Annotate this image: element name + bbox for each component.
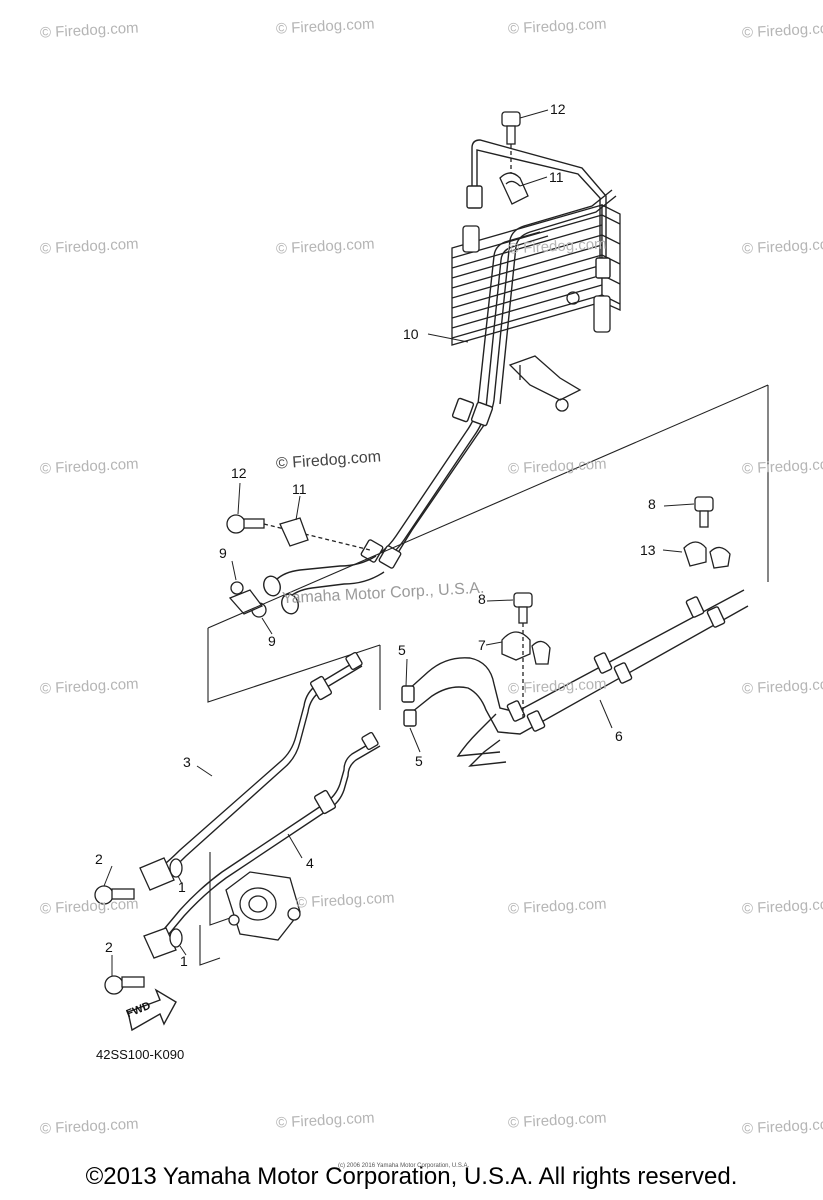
clamp-11-top [499,172,529,205]
callout-5-upper: 5 [398,642,406,658]
upper-cooler-line [466,139,611,279]
oil-cooler-radiator [451,203,621,412]
callout-1-lower: 1 [180,953,188,969]
filter-mount-housing [225,871,301,941]
clamp-13 [683,541,731,569]
callout-12-left: 12 [231,465,247,481]
callout-2-upper: 2 [95,851,103,867]
callout-2-lower: 2 [105,939,113,955]
forward-direction-arrow-icon [127,988,177,1032]
callout-4: 4 [306,855,314,871]
callout-10: 10 [403,326,419,342]
flange-lower-assembly [94,857,183,995]
bolt-12-top [501,111,521,190]
return-hose-assembly [401,589,749,767]
callout-5-lower: 5 [415,753,423,769]
callout-leader-lines [103,109,695,976]
callout-8-center: 8 [478,591,486,607]
callout-6: 6 [615,728,623,744]
small-print: (c) 2006 2016 Yamaha Motor Corporation, … [338,1163,470,1169]
callout-11-left: 11 [292,481,307,497]
callout-7: 7 [478,637,486,653]
callout-1-upper: 1 [178,879,186,895]
exploded-view-guides [199,384,769,966]
callout-3: 3 [183,754,191,770]
bolt-12-left [226,514,371,551]
callout-12-top: 12 [550,101,566,117]
callout-13: 13 [640,542,656,558]
bolt-8-pair [513,496,714,720]
diagram-code: 42SS100-K090 [96,1047,185,1062]
oil-line-4 [159,731,381,941]
footer-copyright: ©2013 Yamaha Motor Corporation, U.S.A. A… [85,1163,738,1190]
callout-8-right: 8 [648,496,656,512]
clamp-7 [501,631,551,665]
callout-9-upper: 9 [219,545,227,561]
callout-11-top: 11 [549,169,564,185]
clamp-11-left [279,517,309,547]
callout-9-lower: 9 [268,633,276,649]
cooler-hose-assembly [263,189,617,615]
clip-9-pair [228,581,267,618]
